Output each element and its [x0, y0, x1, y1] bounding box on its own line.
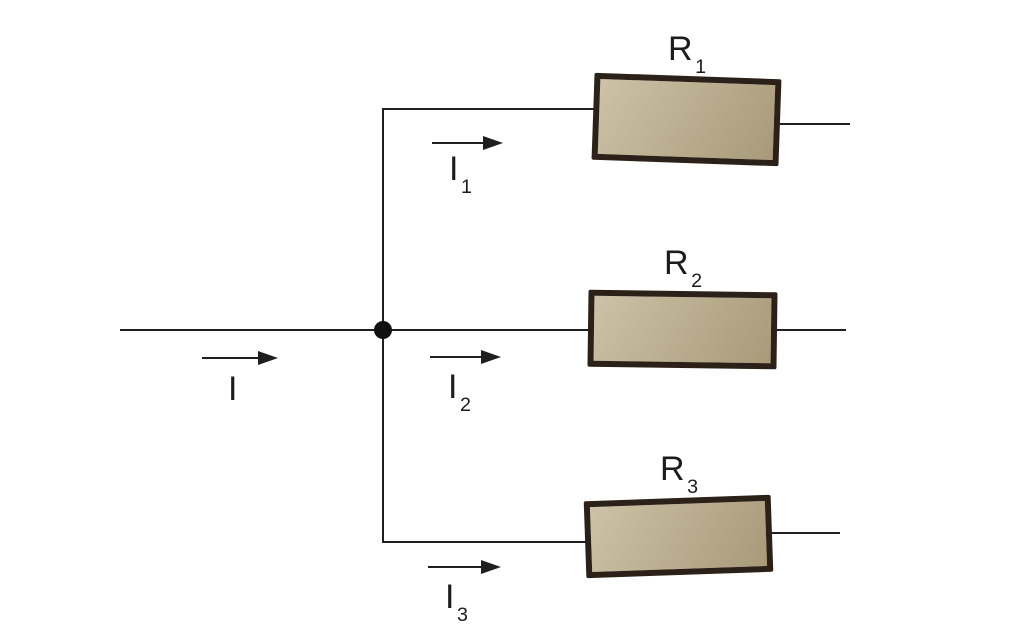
wire-input	[120, 329, 383, 331]
junction-node	[374, 321, 392, 339]
current-arrow-i2	[430, 350, 501, 364]
current-arrow-i1	[432, 136, 503, 150]
label-i2: I2	[448, 368, 471, 415]
label-i-symbol: I	[228, 370, 239, 408]
label-r1-subscript: 1	[695, 56, 708, 79]
label-r1: R1	[668, 30, 706, 77]
label-i3-symbol: I	[445, 578, 456, 616]
label-i2-symbol: I	[448, 368, 459, 406]
label-r2-subscript: 2	[691, 270, 704, 293]
label-i3-subscript: 3	[457, 604, 469, 626]
label-r3-symbol: R	[660, 450, 686, 488]
label-i1: I1	[449, 150, 472, 197]
label-r2: R2	[664, 244, 702, 291]
label-i1-symbol: I	[449, 150, 460, 188]
label-i1-subscript: 1	[461, 176, 473, 199]
wire-branch2-out	[774, 329, 846, 331]
label-r3-subscript: 3	[687, 476, 700, 499]
label-r1-symbol: R	[668, 30, 694, 68]
wire-branch1-in	[383, 108, 595, 110]
label-i: I	[228, 372, 238, 413]
label-r2-symbol: R	[664, 244, 690, 282]
label-i2-subscript: 2	[460, 394, 472, 417]
current-arrow-i3	[428, 560, 501, 574]
wire-branch3-in	[383, 541, 588, 543]
current-arrow-i	[202, 351, 278, 365]
resistor-r2-body	[587, 289, 778, 370]
wire-branch2-in	[383, 329, 591, 331]
resistor-r1-body	[591, 72, 782, 167]
wire-branch3-out	[769, 532, 840, 534]
label-r3: R3	[660, 450, 698, 497]
label-i3: I3	[445, 578, 468, 625]
wire-branch1-out	[777, 123, 850, 125]
resistor-r3-body	[583, 494, 774, 579]
